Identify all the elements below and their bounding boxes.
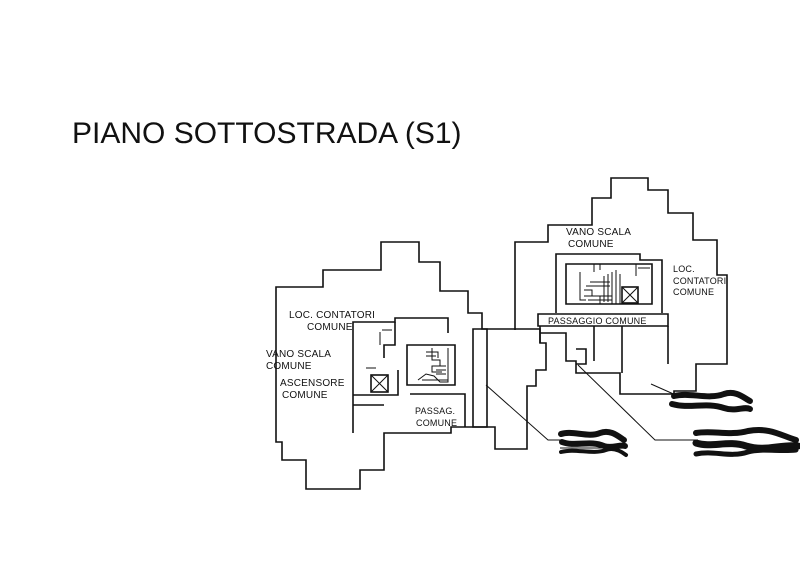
leader-lines [485, 364, 698, 441]
redaction-scribble-top-right [669, 389, 753, 413]
left-building-interior [352, 317, 488, 433]
label-passaggio-comune: PASSAGGIO COMUNE [548, 316, 647, 326]
label-loc-contatori-left-comune: COMUNE [307, 322, 353, 333]
left-staircase [417, 348, 449, 383]
label-vano-scala-left: VANO SCALA [266, 349, 331, 360]
redaction-scribble-left [558, 428, 628, 457]
left-building-outline [275, 241, 547, 490]
right-building-outline [514, 177, 728, 395]
right-elevator [621, 286, 639, 304]
label-vano-scala-right-comune: COMUNE [568, 239, 614, 250]
label-ascensore: ASCENSORE [280, 378, 345, 389]
right-building-interior [537, 253, 669, 373]
left-elevator [366, 367, 389, 393]
label-ascensore-comune: COMUNE [282, 390, 328, 401]
label-loc-right: LOC. [673, 264, 695, 274]
label-loc-right-comune: COMUNE [673, 287, 714, 297]
redaction-scribble-bottom-right [692, 427, 800, 457]
label-vano-scala-right: VANO SCALA [566, 227, 631, 238]
right-staircase [579, 270, 621, 304]
label-loc-contatori-left: LOC. CONTATORI [289, 310, 375, 321]
label-vano-scala-left-comune: COMUNE [266, 361, 312, 372]
label-passag-left: PASSAG. [415, 406, 455, 416]
label-loc-right-contatori: CONTATORI [673, 276, 726, 286]
label-passag-left-comune: COMUNE [416, 418, 457, 428]
plan-title: PIANO SOTTOSTRADA (S1) [72, 117, 462, 150]
